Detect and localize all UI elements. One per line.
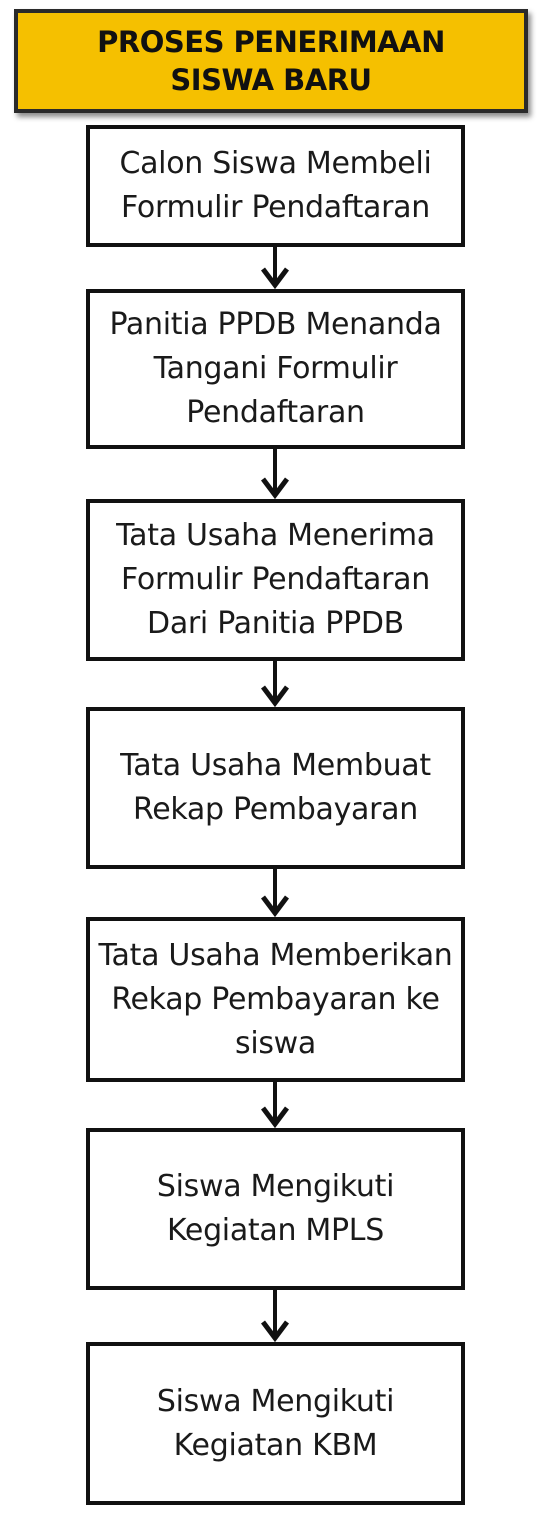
arrow-down-icon xyxy=(260,869,290,917)
flow-step-5: Tata Usaha Memberikan Rekap Pembayaran k… xyxy=(86,917,465,1082)
flow-step-3: Tata Usaha Menerima Formulir Pendaftaran… xyxy=(86,499,465,661)
arrow-down-icon xyxy=(260,247,290,289)
flow-step-2-label: Panitia PPDB Menanda Tangani Formulir Pe… xyxy=(109,307,442,430)
flow-step-4: Tata Usaha Membuat Rekap Pembayaran xyxy=(86,707,465,869)
arrow-down-icon xyxy=(260,449,290,499)
arrow-down-icon xyxy=(260,661,290,707)
flowchart-title: PROSES PENERIMAAN SISWA BARU xyxy=(97,25,445,97)
flow-step-1: Calon Siswa Membeli Formulir Pendaftaran xyxy=(86,125,465,247)
flow-step-2: Panitia PPDB Menanda Tangani Formulir Pe… xyxy=(86,289,465,449)
flow-step-7-label: Siswa Mengikuti Kegiatan KBM xyxy=(156,1383,395,1463)
flow-step-6: Siswa Mengikuti Kegiatan MPLS xyxy=(86,1128,465,1290)
arrow-down-icon xyxy=(260,1290,290,1342)
flow-step-6-label: Siswa Mengikuti Kegiatan MPLS xyxy=(156,1169,395,1248)
arrow-down-icon xyxy=(260,1082,290,1128)
flow-step-4-label: Tata Usaha Membuat Rekap Pembayaran xyxy=(120,748,431,827)
flow-step-1-label: Calon Siswa Membeli Formulir Pendaftaran xyxy=(119,146,432,225)
flow-step-7: Siswa Mengikuti Kegiatan KBM xyxy=(86,1342,465,1505)
flow-step-5-label: Tata Usaha Memberikan Rekap Pembayaran k… xyxy=(98,937,453,1061)
flow-step-3-label: Tata Usaha Menerima Formulir Pendaftaran… xyxy=(116,518,435,641)
flowchart-title-box: PROSES PENERIMAAN SISWA BARU xyxy=(14,9,528,113)
